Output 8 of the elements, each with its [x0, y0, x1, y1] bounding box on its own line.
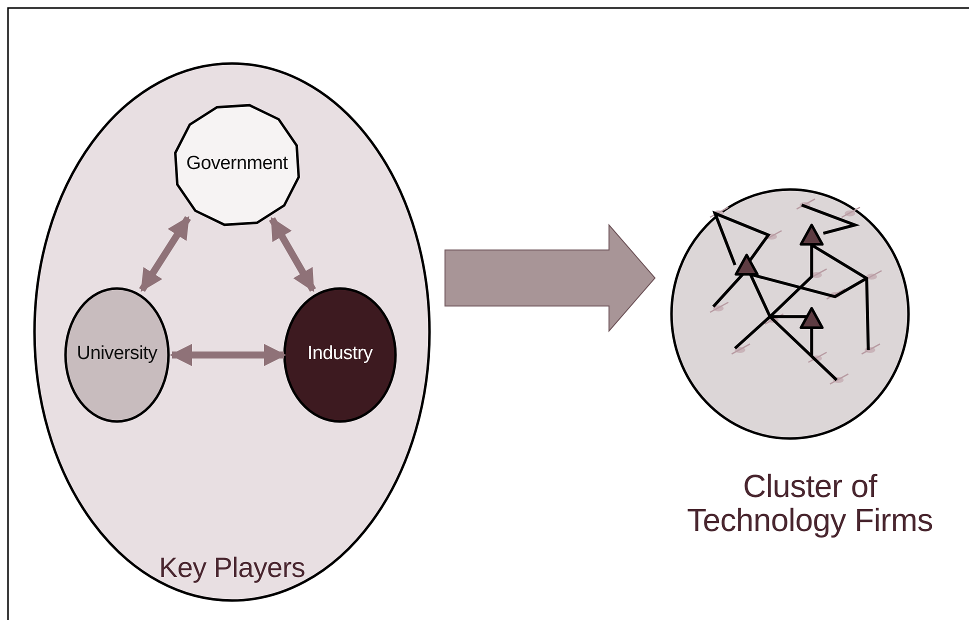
block-arrow — [444, 224, 656, 332]
group-title: Key Players — [158, 552, 306, 584]
node-label: University — [76, 343, 158, 365]
double-arrow — [139, 216, 191, 292]
node-label: Industry — [306, 343, 374, 365]
node-label: Government — [185, 153, 289, 175]
group-title: Cluster of Technology Firms — [686, 470, 934, 538]
double-arrow — [268, 217, 316, 292]
